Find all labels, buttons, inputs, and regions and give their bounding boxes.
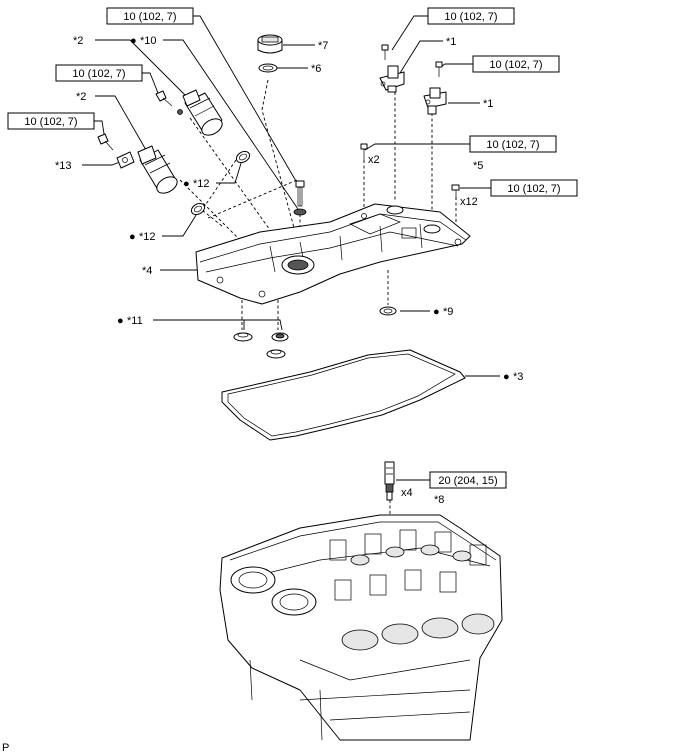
torque-box-sensor-right: 10 (102, 7) [472, 55, 560, 73]
bullet-mark: ● [503, 371, 510, 383]
torque-label: 10 (102, 7) [72, 68, 125, 80]
bullet-mark: ● [433, 306, 440, 318]
callout-12-upper: *12 [193, 178, 210, 190]
cam-sprockets [230, 566, 317, 616]
center-bolt [295, 180, 305, 207]
filler-cap-gasket [258, 63, 278, 73]
alignment-dashed-lines [179, 79, 457, 520]
spark-plug-holes [350, 544, 472, 566]
cam-journals [329, 529, 487, 601]
bullet-mark: ● [117, 315, 124, 327]
oil-control-valve-upper [177, 89, 223, 136]
callout-11: *11 [127, 315, 143, 327]
torque-box-oil-control-lower: 10 (102, 7) [7, 112, 95, 130]
torque-box-stud-x2: 10 (102, 7) [469, 135, 557, 153]
cover-bolt-x12 [451, 184, 460, 200]
cylinder-head-cover-gasket [221, 349, 466, 441]
grommet-11-left [233, 332, 253, 342]
spark-plug [384, 461, 395, 501]
leader-lines [82, 15, 500, 481]
torque-label: 10 (102, 7) [24, 116, 77, 128]
callout-12-lower: *12 [139, 231, 156, 243]
callout-10: *10 [140, 35, 157, 47]
callout-2-lower: *2 [76, 91, 86, 103]
camshaft-position-sensor-upper [379, 65, 405, 93]
torque-box-oil-control-upper: 10 (102, 7) [55, 64, 143, 82]
oil-control-valve-lower [137, 145, 178, 194]
callout-2-upper: *2 [73, 35, 83, 47]
callout-6: *6 [311, 63, 321, 75]
callout-7: *7 [318, 40, 328, 52]
bullet-mark: ● [130, 35, 137, 47]
plug-tube-gasket-9 [379, 306, 397, 316]
camshaft-position-sensor-lower [423, 87, 447, 115]
o-ring-upper [235, 150, 251, 164]
torque-label: 10 (102, 7) [507, 183, 560, 195]
quantity-x4: x4 [401, 487, 413, 499]
callout-1-upper: *1 [446, 36, 456, 48]
oil-control-bolt-lower [97, 133, 114, 151]
grommet-11-right [271, 332, 289, 342]
sensor-bolt-top [381, 44, 389, 60]
callout-8: *8 [434, 494, 444, 506]
oil-filler-cap [257, 34, 283, 54]
sensor-bolt-right [435, 61, 443, 77]
cylinder-head [219, 514, 503, 741]
bullet-mark: ● [183, 178, 190, 190]
torque-label: 10 (102, 7) [444, 11, 497, 23]
callout-5: *5 [473, 160, 483, 172]
callout-4: *4 [142, 265, 152, 277]
torque-box-bolt-x12: 10 (102, 7) [490, 179, 578, 197]
torque-label: 10 (102, 7) [123, 11, 176, 23]
torque-box-spark-plug: 20 (204, 15) [429, 471, 507, 489]
callout-13: *13 [55, 160, 72, 172]
callout-9: *9 [443, 306, 453, 318]
oil-control-bolt-upper [155, 90, 173, 107]
bracket-13 [116, 151, 135, 169]
torque-label: 20 (204, 15) [438, 475, 497, 487]
callout-3: *3 [513, 371, 523, 383]
callout-1-lower: *1 [483, 98, 493, 110]
quantity-x2: x2 [368, 154, 380, 166]
cylinder-head-cover [195, 203, 471, 305]
torque-label: 10 (102, 7) [486, 139, 539, 151]
torque-box-sensor-top: 10 (102, 7) [427, 7, 515, 25]
stud-bolt-x2 [360, 143, 368, 160]
seal-washer-10 [293, 208, 307, 216]
intake-ports [341, 613, 495, 651]
quantity-x12: x12 [460, 196, 478, 208]
grommet-11-bottom [266, 349, 286, 359]
torque-label: 10 (102, 7) [489, 59, 542, 71]
torque-box-top-center: 10 (102, 7) [106, 7, 194, 25]
callout-labels: *2 ● *10 *7 *6 *1 *1 *2 *13 *5 x2 x12 ● … [2, 35, 523, 754]
o-ring-lower [190, 202, 206, 216]
corner-mark: P [2, 742, 9, 754]
bullet-mark: ● [129, 231, 136, 243]
